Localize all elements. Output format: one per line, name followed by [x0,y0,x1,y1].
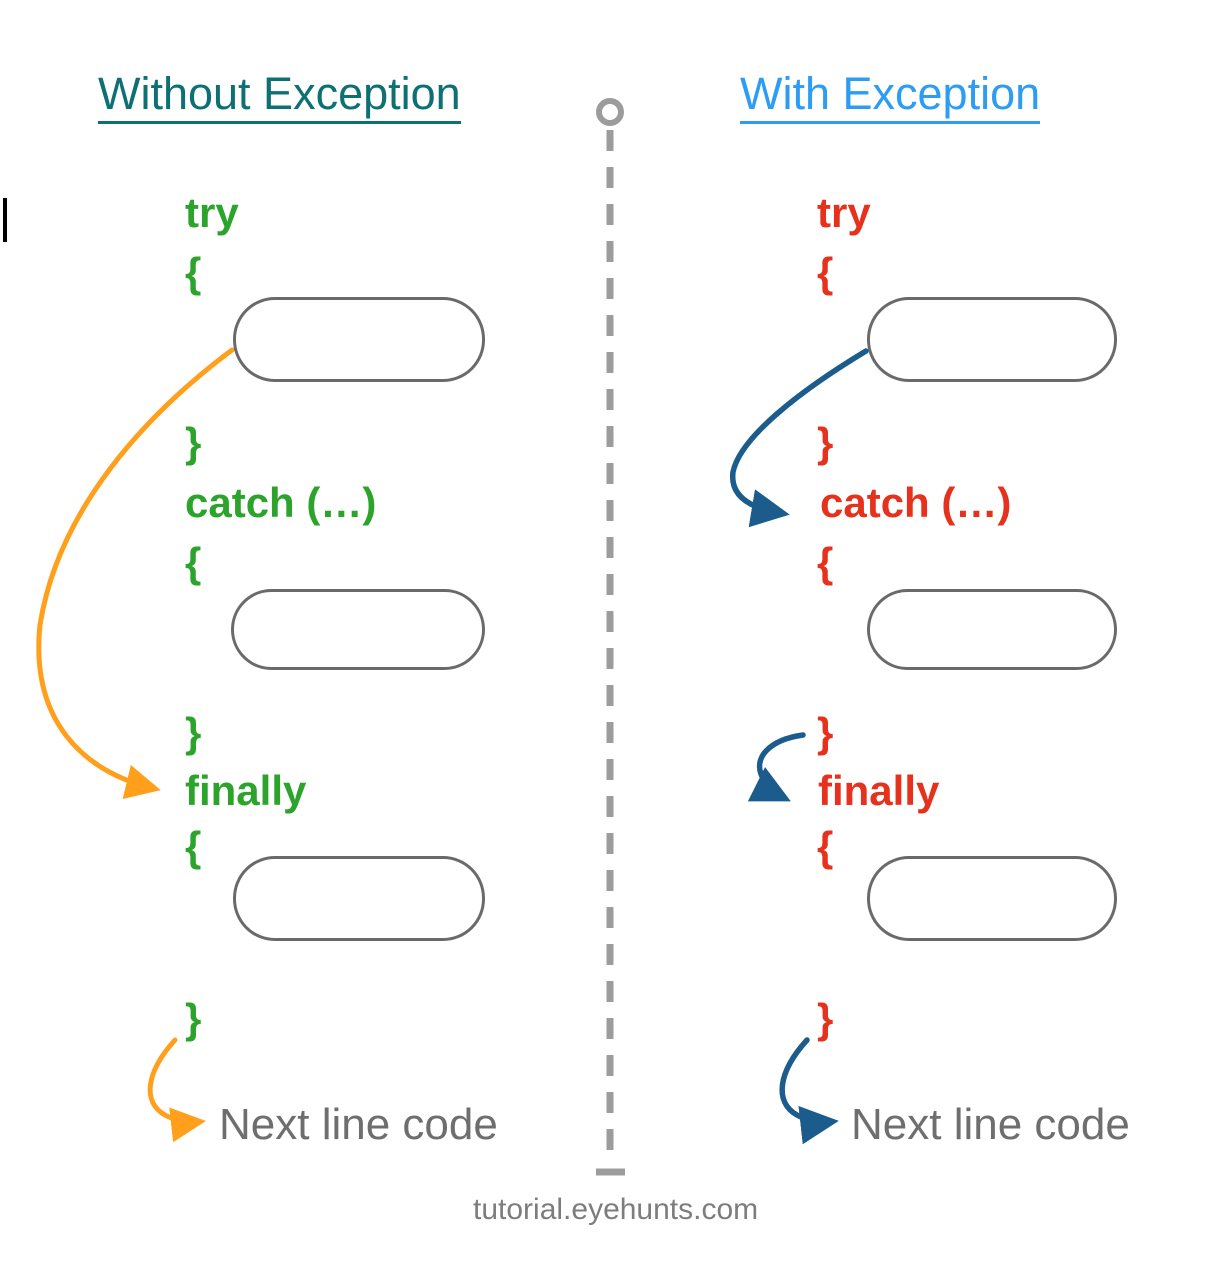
right-try-open-brace: { [817,249,834,296]
right-next-line-label: Next line code [851,1100,1130,1149]
left-finally-keyword: finally [185,767,307,814]
watermark-text: tutorial.eyehunts.com [473,1193,759,1226]
text-cursor-artifact [3,198,7,242]
flow-arrow-catch-to-finally [747,732,806,802]
left-try-close-brace: } [185,419,202,466]
right-finally-keyword: finally [818,767,940,814]
left-panel-title: Without Exception [98,70,461,125]
divider-circle [596,98,624,126]
left-try-open-brace: { [185,249,202,296]
flow-arrow-try-to-finally [36,347,235,799]
left-catch-code-slot [231,589,485,670]
left-finally-open-brace: { [185,823,202,870]
right-finally-close-brace: } [817,995,834,1042]
flow-arrow-end-to-next-line-left [147,1037,206,1143]
flow-arrow-end-to-next-line-right [779,1037,839,1145]
right-panel-title: With Exception [740,70,1041,125]
left-finally-code-slot [233,856,485,941]
right-try-code-slot [867,297,1117,382]
left-catch-open-brace: { [185,539,202,586]
right-finally-code-slot [867,856,1117,941]
right-catch-keyword: catch (…) [820,479,1012,526]
left-try-keyword: try [185,189,239,236]
left-next-line-label: Next line code [219,1100,498,1149]
right-try-close-brace: } [817,419,834,466]
right-finally-open-brace: { [817,823,834,870]
left-try-code-slot [233,297,485,382]
right-catch-code-slot [867,589,1117,670]
left-catch-close-brace: } [185,709,202,756]
right-try-keyword: try [817,189,871,236]
left-finally-close-brace: } [185,995,202,1042]
right-catch-open-brace: { [817,539,834,586]
right-catch-close-brace: } [817,709,834,756]
left-catch-keyword: catch (…) [185,479,377,526]
